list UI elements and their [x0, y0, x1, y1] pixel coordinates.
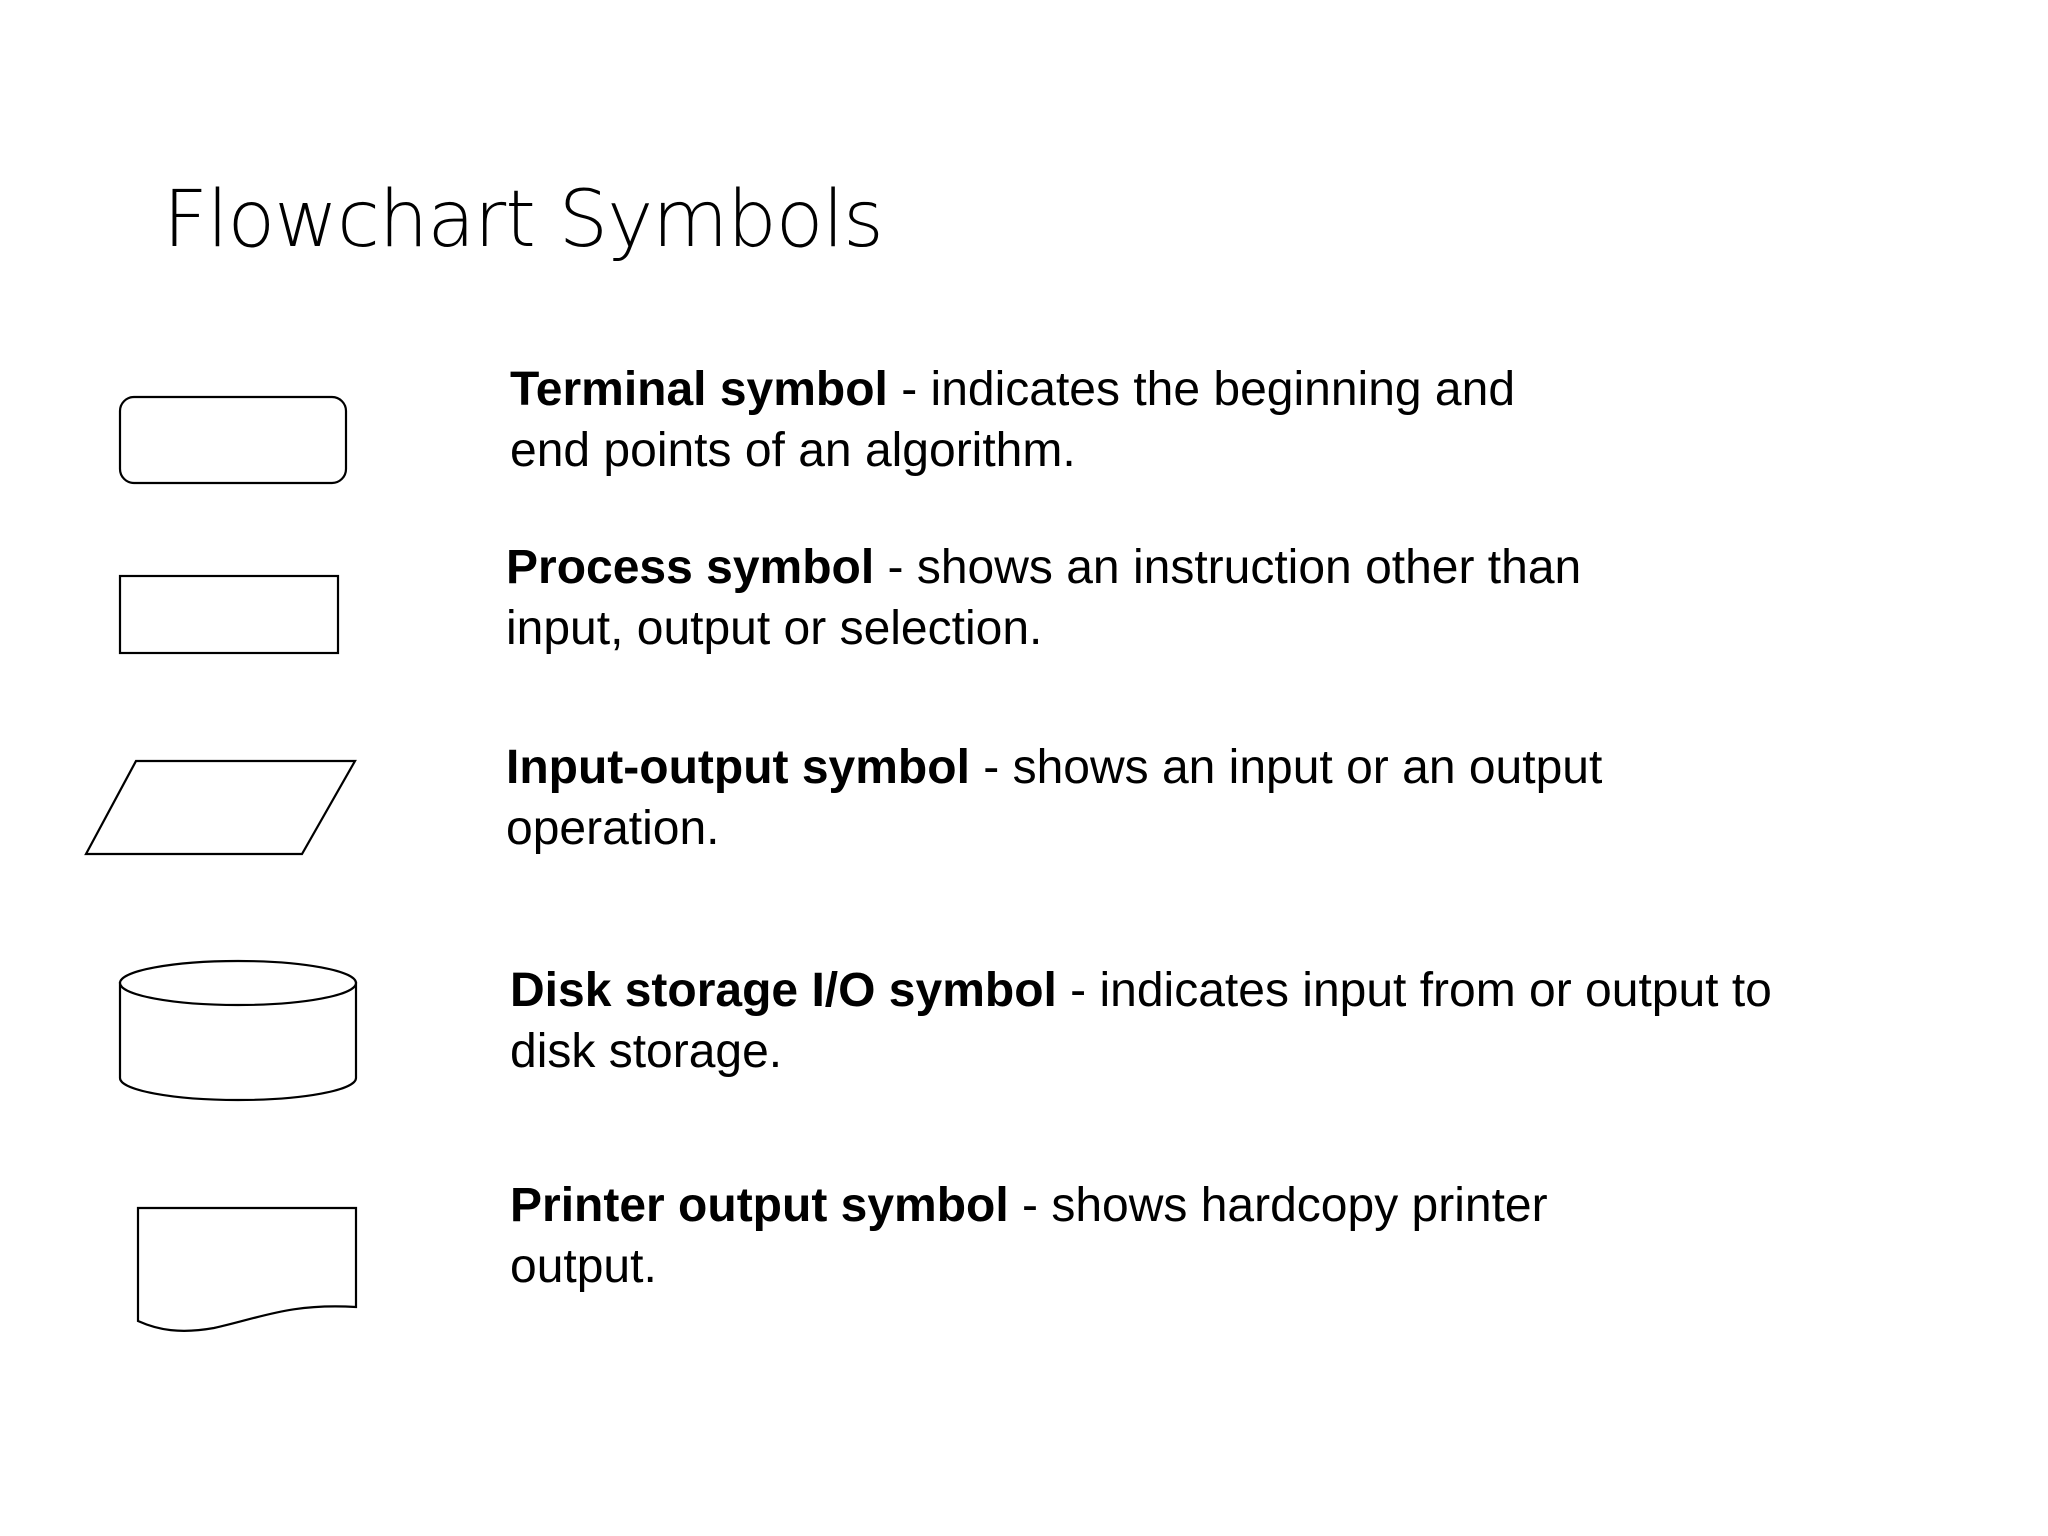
disk-storage-symbol-description: Disk storage I/O symbol - indicates inpu…: [510, 960, 1772, 1082]
symbol-name: Terminal symbol: [510, 363, 888, 416]
symbol-name: Input-output symbol: [506, 741, 970, 794]
symbol-description-text: - shows an input or an output: [969, 741, 1603, 794]
symbol-description-text: input, output or selection.: [506, 602, 1043, 655]
symbol-description-text: operation.: [506, 802, 720, 855]
symbol-name: Printer output symbol: [510, 1179, 1009, 1232]
symbol-description-text: disk storage.: [510, 1025, 783, 1078]
symbol-description-text: - shows an instruction other than: [874, 541, 1582, 594]
printer-output-symbol-shape: [136, 1206, 358, 1332]
slide-title: Flowchart Symbols: [163, 175, 884, 265]
symbol-name: Process symbol: [506, 541, 875, 594]
printer-output-symbol-description: Printer output symbol - shows hardcopy p…: [510, 1175, 1548, 1297]
input-output-symbol-shape: [84, 759, 357, 856]
symbol-description-text: - indicates the beginning and: [887, 363, 1516, 416]
symbol-name: Disk storage I/O symbol: [510, 964, 1057, 1017]
process-symbol-description: Process symbol - shows an instruction ot…: [506, 537, 1581, 659]
disk-storage-symbol-shape: [118, 959, 358, 1102]
symbol-description-text: output.: [510, 1240, 657, 1293]
terminal-symbol-description: Terminal symbol - indicates the beginnin…: [510, 359, 1515, 481]
terminal-symbol-shape: [118, 395, 348, 485]
input-output-symbol-description: Input-output symbol - shows an input or …: [506, 737, 1602, 859]
symbol-description-text: - indicates input from or output to: [1056, 964, 1772, 1017]
symbol-description-text: end points of an algorithm.: [510, 424, 1076, 477]
symbol-description-text: - shows hardcopy printer: [1008, 1179, 1548, 1232]
process-symbol-shape: [118, 574, 340, 655]
